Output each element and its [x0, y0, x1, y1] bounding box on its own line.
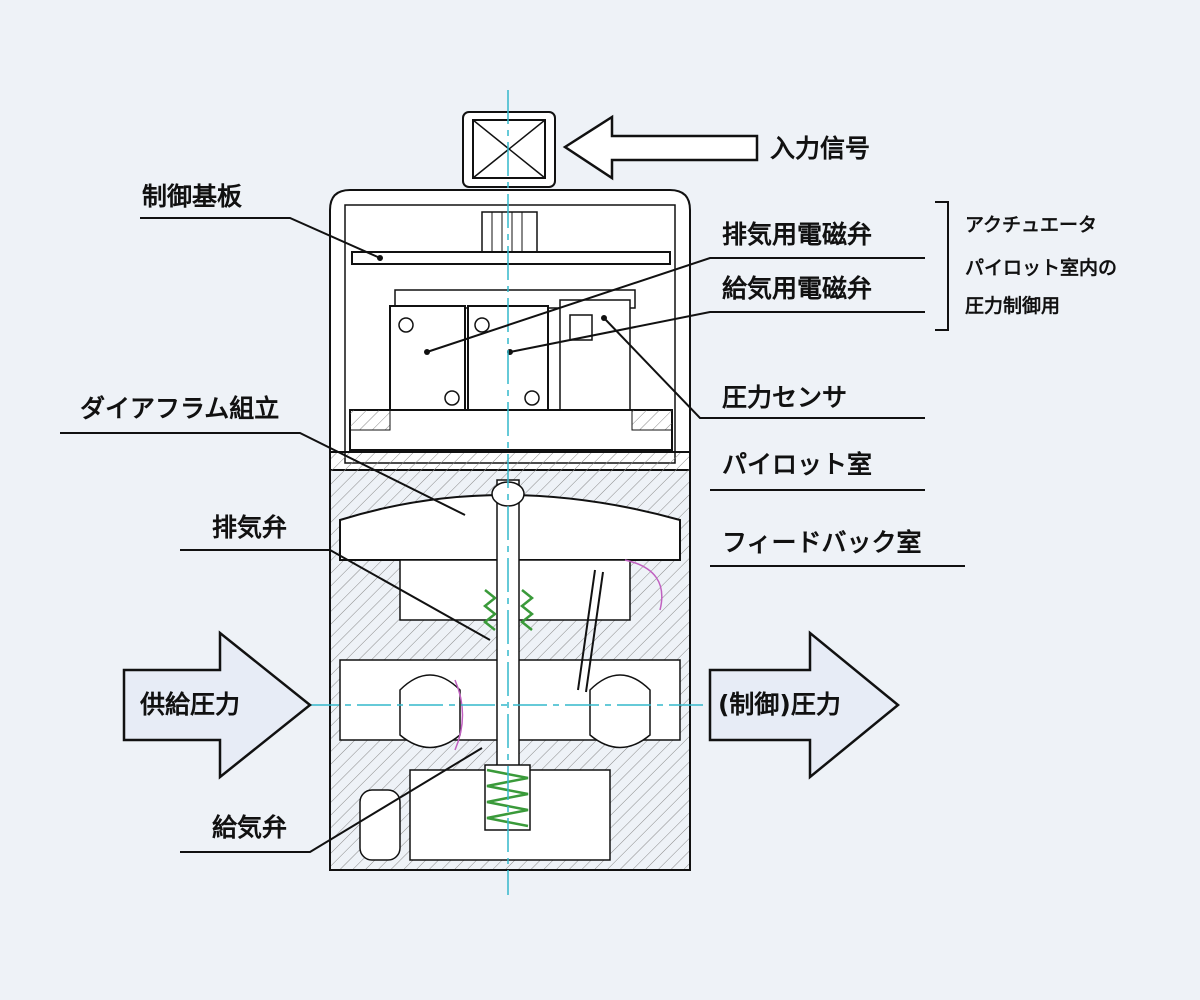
exhaust-solenoid-label: 排気用電磁弁 [722, 220, 873, 249]
bracket [935, 201, 949, 331]
control-pressure-arrow [708, 630, 900, 780]
input-connector [462, 111, 556, 188]
supply-pressure-arrow [122, 630, 313, 780]
pilot-chamber-label: パイロット室 [722, 450, 873, 479]
pilot-control-note-line2: パイロット室内の [965, 257, 1118, 279]
pressure-sensor-label: 圧力センサ [722, 383, 848, 412]
leader-diaphragm [60, 432, 466, 516]
control-pressure-label: (制御)圧力 [718, 690, 841, 719]
control-board-label: 制御基板 [142, 182, 243, 211]
solenoid-block [349, 289, 673, 451]
exhaust-valve-label: 排気弁 [212, 513, 288, 542]
leader-supply-solenoid [509, 311, 925, 353]
centerlines [305, 90, 715, 895]
leader-lines [60, 201, 965, 853]
supply-valve-label: 給気弁 [212, 813, 288, 842]
diaphragm-assembly-label: ダイアフラム組立 [80, 394, 280, 423]
input-signal-arrow [562, 114, 759, 181]
leader-supply-valve [180, 747, 483, 853]
supply-solenoid-label: 給気用電磁弁 [722, 274, 873, 303]
pilot-control-note-line3: 圧力制御用 [965, 295, 1061, 317]
pilot-control-note-line1: アクチュエータ [965, 214, 1098, 236]
leader-exhaust-solenoid [426, 257, 925, 353]
leader-pressure-sensor [603, 317, 925, 419]
leader-exhaust-valve [180, 549, 491, 641]
leader-control-board [140, 217, 381, 259]
control-board [351, 251, 671, 265]
supply-pressure-label: 供給圧力 [140, 690, 241, 719]
input-signal-label: 入力信号 [770, 134, 871, 163]
feedback-chamber-label: フィードバック室 [722, 528, 922, 557]
